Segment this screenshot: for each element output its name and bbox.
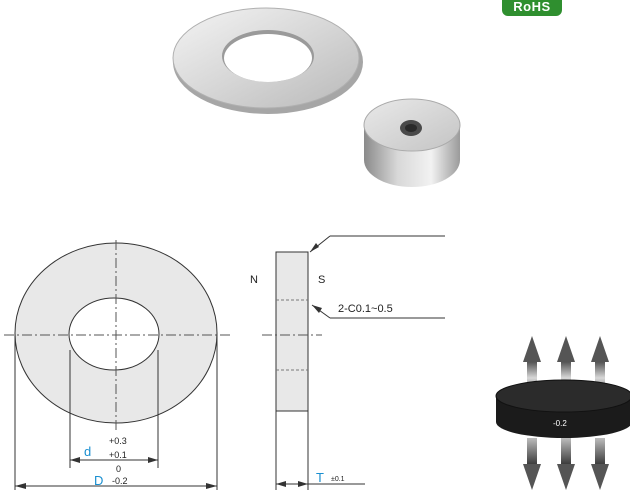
inner-tolerance-lower: +0.1	[109, 450, 127, 460]
outer-diameter-label: D	[94, 473, 104, 488]
magnet-disc	[495, 379, 630, 438]
disc-label: -0.2	[553, 419, 567, 428]
rohs-badge: RoHS	[502, 0, 562, 16]
outer-tolerance-lower: -0.2	[112, 476, 128, 486]
magnetization-arrows-up	[523, 336, 609, 396]
ring-washer-photo	[172, 7, 363, 114]
pole-north-label: N	[250, 274, 258, 286]
inner-tolerance-upper: +0.3	[109, 436, 127, 446]
pole-south-label: S	[318, 274, 326, 286]
outer-tolerance-upper: 0	[116, 464, 122, 474]
magnetization-arrows-down	[523, 438, 609, 490]
bore-outline	[68, 297, 160, 371]
inner-diameter-label: d	[84, 444, 92, 459]
thickness-tolerance: ±0.1	[331, 476, 345, 483]
thickness-label: T	[316, 470, 324, 485]
ring-cylinder-photo	[363, 98, 461, 187]
chamfer-note: 2-C0.1~0.5	[338, 303, 393, 315]
side-body-outline	[275, 251, 309, 412]
